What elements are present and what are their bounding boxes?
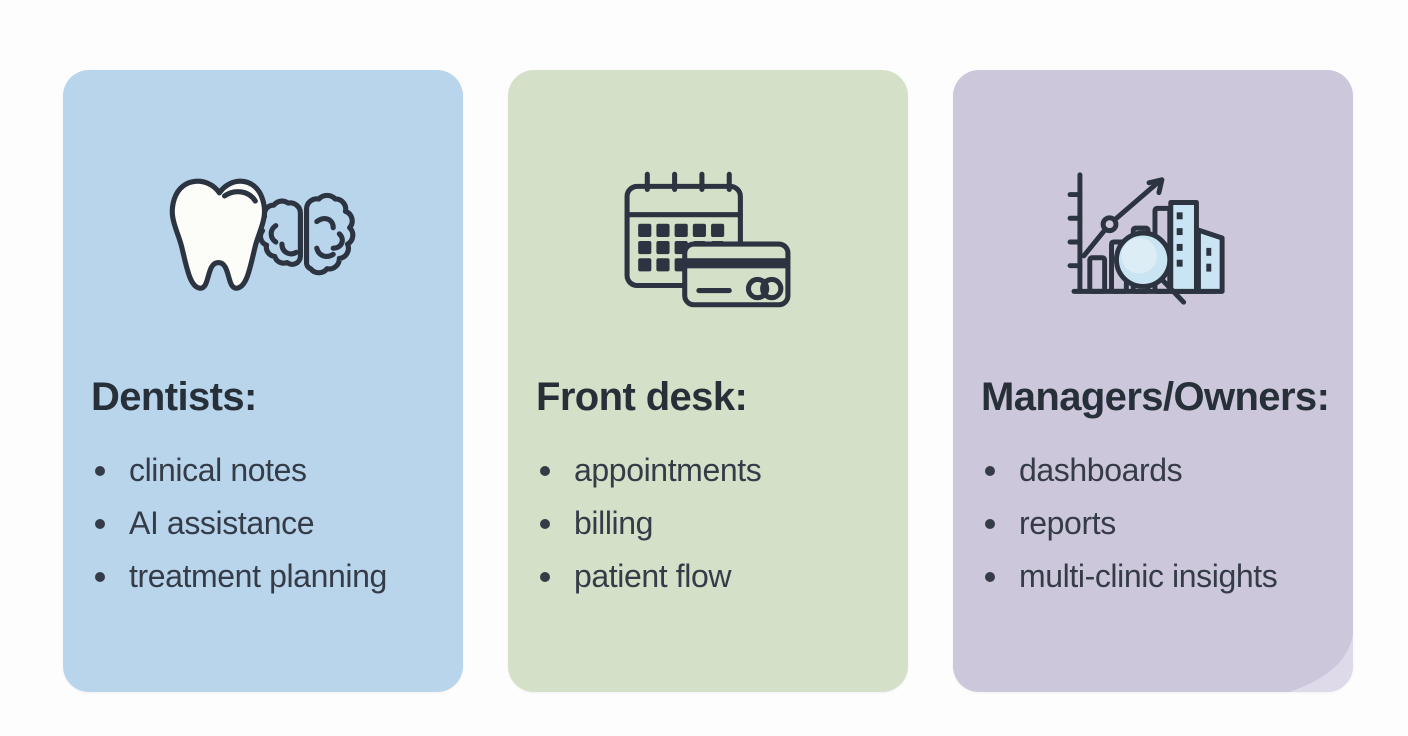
card-dentists: Dentists: clinical notes AI assistance t… [63, 70, 463, 692]
feature-list: dashboards reports multi-clinic insights [953, 444, 1353, 603]
bullet-dot [540, 572, 550, 582]
list-item-label: appointments [574, 452, 762, 488]
card-heading: Managers/Owners: [981, 375, 1330, 419]
bullet-dot [95, 466, 105, 476]
list-item: reports [983, 497, 1353, 550]
list-item: billing [538, 497, 908, 550]
list-item: appointments [538, 444, 908, 497]
feature-list: appointments billing patient flow [508, 444, 908, 603]
list-item-label: AI assistance [129, 505, 315, 541]
list-item-label: reports [1019, 505, 1116, 541]
card-heading: Dentists: [91, 375, 257, 419]
bullet-dot [95, 519, 105, 529]
list-item: patient flow [538, 550, 908, 603]
card-front-desk: Front desk: appointments billing patient… [508, 70, 908, 692]
page-curl-decoration [1289, 634, 1353, 692]
calendar-credit-card-icon-svg [624, 171, 791, 308]
tooth-brain-icon [63, 160, 463, 320]
card-managers-owners: Managers/Owners: dashboards reports mult… [953, 70, 1353, 692]
bar-chart-magnifier-icon [953, 160, 1353, 320]
bullet-dot [985, 519, 995, 529]
list-item-label: billing [574, 505, 654, 541]
list-item-label: treatment planning [129, 558, 387, 594]
feature-list: clinical notes AI assistance treatment p… [63, 444, 463, 603]
list-item: clinical notes [93, 444, 463, 497]
list-item-label: patient flow [574, 558, 732, 594]
list-item-label: clinical notes [129, 452, 307, 488]
bullet-dot [985, 466, 995, 476]
list-item-label: dashboards [1019, 452, 1183, 488]
list-item: multi-clinic insights [983, 550, 1353, 603]
tooth-brain-icon-svg [169, 178, 355, 291]
bullet-dot [95, 572, 105, 582]
bullet-dot [985, 572, 995, 582]
list-item: treatment planning [93, 550, 463, 603]
bullet-dot [540, 466, 550, 476]
list-item: AI assistance [93, 497, 463, 550]
bullet-dot [540, 519, 550, 529]
list-item-label: multi-clinic insights [1019, 558, 1278, 594]
list-item: dashboards [983, 444, 1353, 497]
bar-chart-magnifier-icon-svg [1067, 172, 1225, 305]
calendar-credit-card-icon [508, 160, 908, 320]
card-heading: Front desk: [536, 375, 748, 419]
